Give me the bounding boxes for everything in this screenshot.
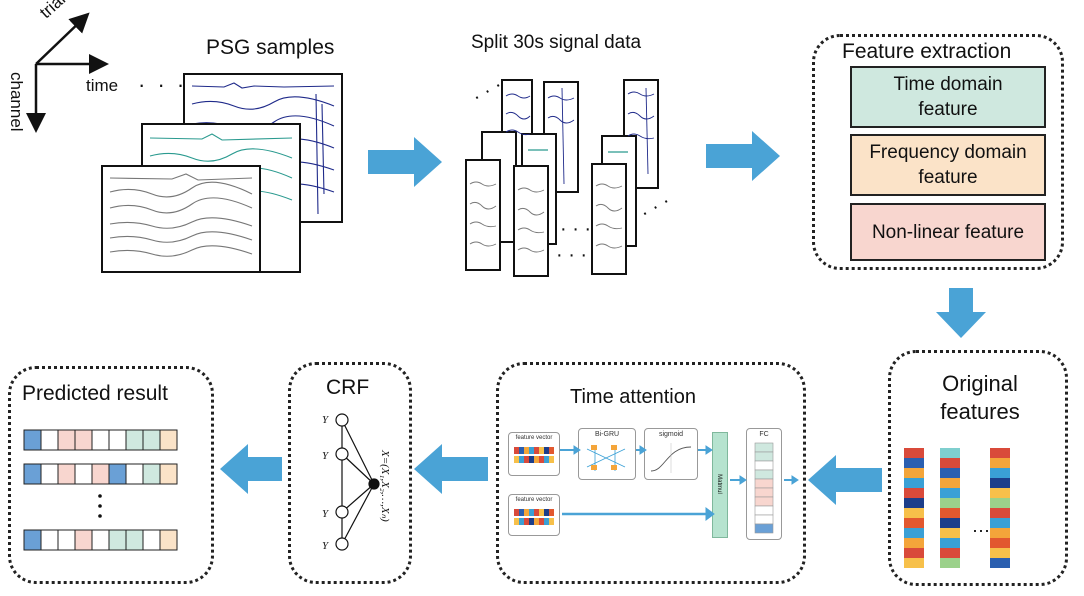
time-attention-flow-arrows (560, 445, 799, 521)
predicted-result-title: Predicted result (22, 382, 168, 405)
fc-label: FC (759, 431, 769, 438)
frequency-domain-label: Frequency domain feature (869, 142, 1027, 188)
crf-panel (288, 362, 412, 584)
sigmoid-label: sigmoid (658, 431, 684, 438)
time-attention-panel (496, 362, 806, 584)
psg-ellipsis-top: · · · (138, 72, 188, 97)
crf-title: CRF (326, 376, 370, 399)
feature-extraction-title: Feature extraction (842, 40, 1012, 63)
time-attention-title: Time attention (570, 386, 696, 408)
bigru-label: Bi-GRU (594, 431, 620, 438)
feature-vector-label-2: feature vector (515, 497, 553, 503)
feature-vector-box-1: feature vector (508, 432, 560, 476)
svg-text:···: ··· (972, 520, 990, 540)
frequency-domain-box: Frequency domain feature (850, 134, 1046, 196)
arrow-crf-to-predicted (220, 444, 282, 494)
time-domain-label: Time domain feature (893, 74, 1003, 120)
crf-x-equation: X=(X₁,X₂,…,Xₙ) (379, 450, 391, 522)
arrow-split-to-features (706, 131, 780, 181)
split-ellipsis-mid: · · · (560, 218, 592, 240)
sigmoid-box: sigmoid (644, 428, 698, 480)
axes-diagram (26, 12, 109, 133)
split-ellipsis-bot: · · · (556, 244, 588, 266)
predicted-result-panel (8, 366, 214, 584)
time-label: time (86, 76, 119, 95)
psg-sheet-front (101, 165, 261, 273)
matmul-bar: Matmul (712, 432, 728, 538)
time-domain-box: Time domain feature (850, 66, 1046, 128)
split-sheets (465, 79, 659, 277)
bigru-box: Bi-GRU (578, 428, 636, 480)
original-features-panel (888, 350, 1068, 586)
arrow-psg-to-split (368, 137, 442, 187)
psg-title: PSG samples (206, 36, 335, 59)
crf-y1: Y (322, 540, 329, 552)
predicted-result-grid (23, 429, 178, 551)
arrow-features-down (936, 288, 986, 338)
crf-y2: Y (322, 508, 329, 520)
non-linear-box: Non-linear feature (850, 203, 1046, 261)
crf-graph (335, 413, 380, 551)
feature-extraction-panel (812, 34, 1064, 270)
arrow-original-to-attention (808, 455, 882, 505)
crf-yi: Y (322, 450, 329, 462)
non-linear-label: Non-linear feature (871, 221, 1025, 243)
original-features-title: Original features (940, 371, 1020, 424)
arrow-attention-to-crf (414, 444, 488, 494)
original-feature-vectors: ··· (904, 448, 1010, 568)
split-title: Split 30s signal data (471, 32, 642, 53)
fc-box: FC (746, 428, 782, 540)
crf-yn: Y (322, 414, 329, 426)
channel-label: channel (7, 72, 26, 132)
feature-vector-box-2: feature vector (508, 494, 560, 536)
feature-vector-label-1: feature vector (515, 435, 553, 441)
